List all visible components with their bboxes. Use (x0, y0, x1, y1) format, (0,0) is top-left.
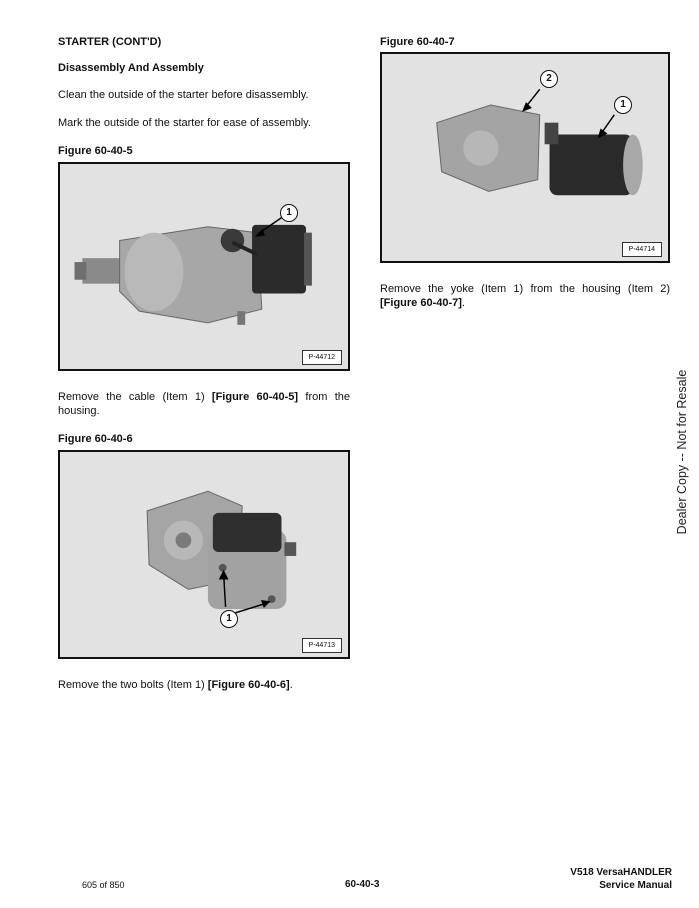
starter-photo-5 (60, 164, 348, 369)
paragraph-clean: Clean the outside of the starter before … (58, 89, 309, 101)
figure-caption-5: Figure 60-40-5 (58, 145, 133, 157)
section-heading: STARTER (CONT'D) (58, 36, 162, 48)
photo-id: P-44714 (621, 242, 662, 257)
subheading: Disassembly And Assembly (58, 62, 204, 74)
starter-photo-7 (382, 54, 668, 261)
instruction-fig7: Remove the yoke (Item 1) from the housin… (380, 283, 670, 309)
instruction-fig6: Remove the two bolts (Item 1) [Figure 60… (58, 679, 293, 691)
figure-60-40-6: 1 P-44713 (58, 450, 350, 659)
callout-1: 1 (614, 96, 632, 114)
callout-2: 2 (540, 70, 558, 88)
callout-1: 1 (220, 610, 238, 628)
manual-name: Service Manual (599, 880, 672, 891)
callout-1: 1 (280, 204, 298, 222)
photo-id: P-44712 (301, 350, 342, 365)
figure-caption-7: Figure 60-40-7 (380, 36, 455, 48)
starter-photo-6 (60, 452, 348, 657)
dealer-copy-notice: Dealer Copy -- Not for Resale (675, 369, 689, 535)
product-name: V518 VersaHANDLER (570, 867, 672, 878)
photo-id: P-44713 (301, 638, 342, 653)
figure-60-40-7: 2 1 P-44714 (380, 52, 670, 263)
paragraph-mark: Mark the outside of the starter for ease… (58, 117, 311, 129)
page-count: 605 of 850 (82, 880, 125, 890)
instruction-fig5: Remove the cable (Item 1) [Figure 60-40-… (58, 391, 350, 417)
figure-60-40-5: 1 P-44712 (58, 162, 350, 371)
page-number: 60-40-3 (345, 879, 380, 890)
figure-caption-6: Figure 60-40-6 (58, 433, 133, 445)
